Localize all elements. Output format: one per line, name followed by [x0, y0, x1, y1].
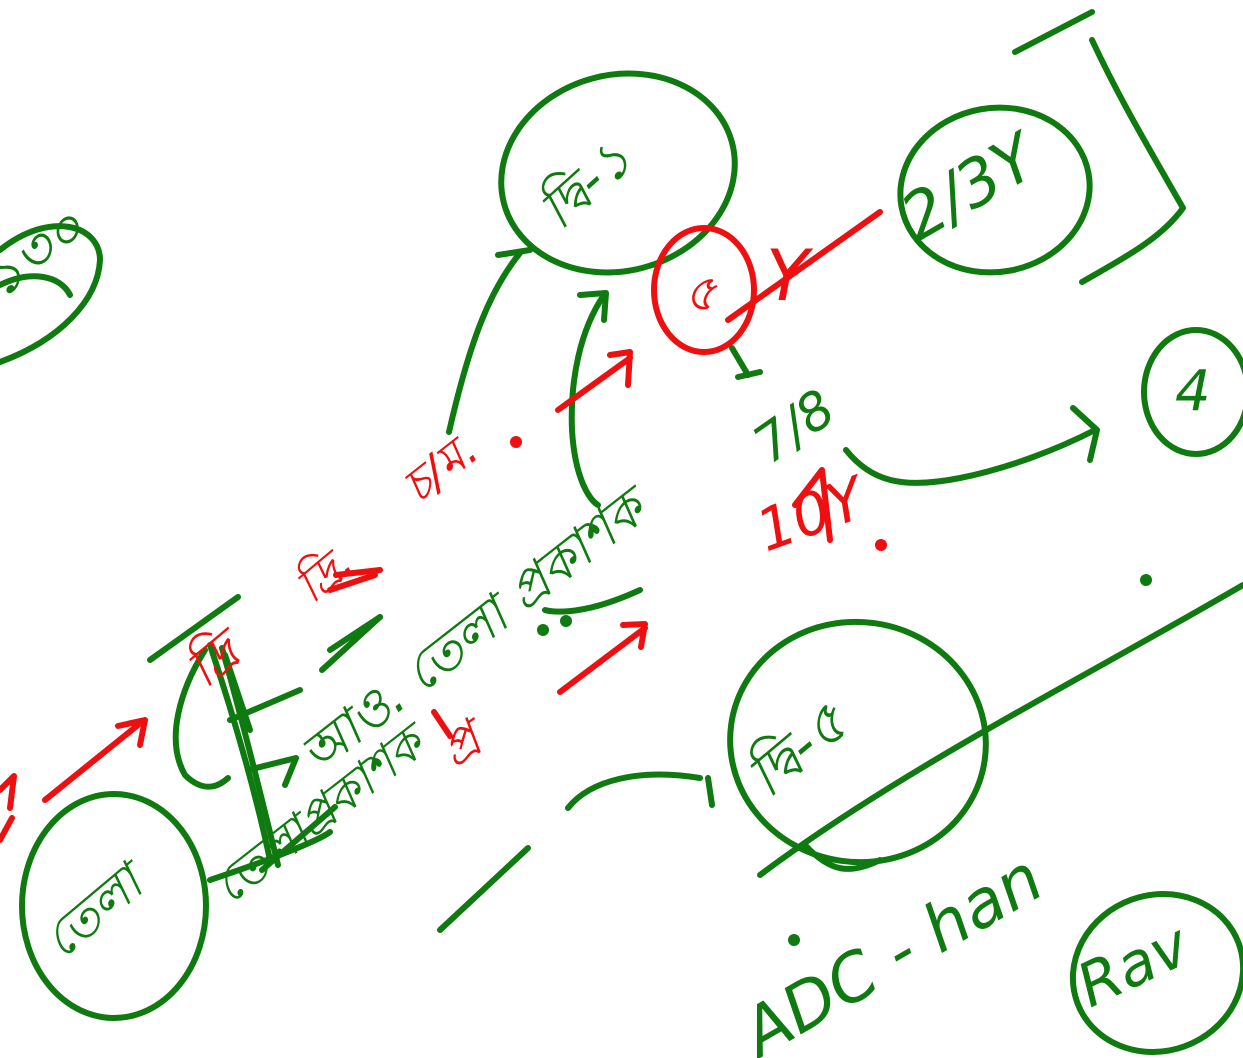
red-ink-dot — [875, 539, 887, 551]
green-ink-stroke — [207, 829, 333, 883]
green-ink-stroke — [568, 292, 607, 508]
green-ink-dot — [560, 615, 572, 627]
green-ink-stroke — [542, 587, 643, 615]
green-ink-stroke — [437, 845, 531, 933]
green-ink-stroke — [207, 642, 273, 863]
red-handwritten-label: ৫ — [684, 264, 718, 322]
green-handwritten-label: 7/8 — [743, 378, 846, 475]
green-ink-stroke — [1079, 37, 1186, 285]
green-handwritten-label: ADC - han — [726, 839, 1055, 1058]
green-ink-circle — [727, 618, 989, 866]
red-ink-dot — [510, 436, 522, 448]
green-ink-stroke — [705, 775, 715, 808]
green-handwritten-label: দ্বি-৫ — [733, 687, 862, 810]
red-ink-stroke — [607, 349, 633, 388]
green-ink-stroke — [0, 223, 103, 365]
green-ink-stroke — [327, 614, 383, 653]
red-handwritten-label: চ/ম. — [392, 422, 489, 514]
green-ink-circle — [19, 791, 209, 1021]
green-handwritten-label: Rav — [1067, 909, 1201, 1021]
red-ink-stroke — [333, 567, 383, 578]
red-ink-stroke — [0, 815, 15, 843]
green-ink-dot — [537, 624, 549, 636]
green-ink-dot — [788, 934, 800, 946]
green-ink-stroke — [222, 652, 253, 733]
green-ink-stroke — [757, 582, 1243, 878]
red-ink-stroke — [42, 722, 141, 803]
green-handwritten-label: 4 — [1175, 359, 1211, 424]
red-ink-stroke — [620, 621, 648, 650]
green-ink-circle — [1069, 891, 1243, 1055]
green-handwritten-label: ১৩০ — [0, 195, 98, 311]
green-ink-stroke — [172, 647, 231, 790]
red-ink-stroke — [557, 625, 648, 695]
red-ink-stroke — [555, 355, 633, 413]
green-ink-stroke — [446, 250, 523, 435]
red-ink-stroke — [115, 717, 148, 748]
red-ink-stroke — [792, 467, 833, 543]
green-ink-circle — [897, 104, 1093, 276]
red-ink-circle — [651, 225, 757, 355]
green-ink-stroke — [227, 687, 303, 723]
red-handwritten-label: 10Y — [748, 462, 878, 565]
green-ink-stroke — [729, 345, 751, 378]
green-ink-dot — [1140, 574, 1152, 586]
green-ink-stroke — [843, 427, 1098, 486]
red-handwritten-label: দ্রি. — [284, 535, 363, 614]
green-ink-stroke — [565, 771, 703, 811]
green-ink-stroke — [0, 273, 73, 298]
green-ink-stroke — [1012, 9, 1095, 55]
green-handwritten-label: দ্বি-১ — [526, 126, 645, 242]
red-ink-stroke — [0, 773, 17, 811]
red-ink-stroke — [431, 709, 453, 739]
green-ink-circle — [1141, 327, 1243, 457]
green-ink-circle — [498, 70, 738, 276]
green-handwritten-label: 2/3Y — [889, 118, 1053, 256]
red-ink-stroke — [327, 572, 378, 593]
green-ink-stroke — [245, 755, 299, 788]
green-ink-stroke — [495, 247, 533, 258]
green-ink-stroke — [147, 594, 241, 663]
green-handwritten-label: তেলা — [32, 848, 160, 969]
red-handwritten-label: Y — [766, 235, 814, 317]
green-ink-stroke — [735, 369, 763, 380]
green-ink-stroke — [1070, 405, 1100, 463]
